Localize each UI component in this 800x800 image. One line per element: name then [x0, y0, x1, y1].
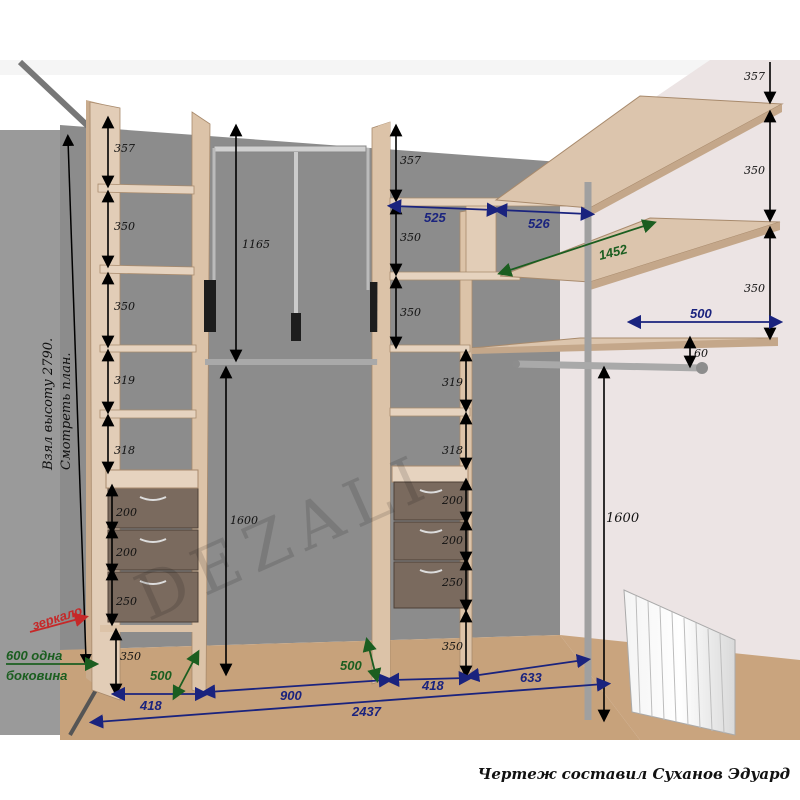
side-note-line-1: Взял высоту 2790. — [41, 338, 56, 471]
right-outer-side — [376, 122, 390, 680]
dim-width-526: 526 — [528, 216, 550, 231]
drawer-handle-icon — [419, 569, 443, 574]
blue-dimensions — [88, 199, 784, 729]
left-drawer-2[interactable] — [107, 529, 199, 571]
dim-corner-357: 357 — [744, 70, 765, 83]
right-drawers — [391, 465, 469, 609]
right-drawer-1[interactable] — [393, 481, 469, 521]
green-dimensions — [6, 219, 657, 701]
right-shelf-4 — [389, 407, 471, 417]
side-600-line-1: 600 одна — [6, 648, 62, 663]
pantograph-handle-left[interactable] — [204, 280, 216, 332]
left-drawers — [105, 469, 199, 623]
dim-left-200b: 200 — [115, 546, 137, 559]
dim-left-357: 357 — [114, 142, 135, 155]
side-note-line-2: Смотреть план. — [59, 352, 74, 470]
right-shelf-3 — [389, 344, 471, 353]
mirror-arrow — [29, 612, 89, 633]
left-shelf-2 — [99, 264, 195, 276]
dim-diagonal-1452: 1452 — [597, 241, 629, 263]
dim-depth-left-500: 500 — [150, 668, 172, 683]
radiator-fins — [635, 595, 725, 734]
dim-center-1165: 1165 — [242, 238, 270, 251]
green-labels: 1452 500 500 — [150, 241, 630, 683]
dim-bottom-418-left: 418 — [139, 698, 162, 713]
dim-right-350a: 350 — [400, 231, 421, 244]
left-shelf-4 — [99, 409, 197, 419]
dim-bottom-900: 900 — [280, 688, 302, 703]
right-corner-partition — [465, 201, 497, 277]
dim-right-200b: 200 — [441, 534, 463, 547]
right-column-dimensions — [389, 123, 473, 679]
left-shelves — [97, 183, 197, 419]
dim-corner-350b: 350 — [744, 282, 765, 295]
dim-corner-60: 60 — [694, 347, 708, 360]
rail-end-cap — [696, 362, 708, 374]
right-drawer-3[interactable] — [393, 561, 469, 609]
dim-left-200a: 200 — [115, 506, 137, 519]
dim-depth-right-500: 500 — [340, 658, 362, 673]
dim-right-357: 357 — [400, 154, 421, 167]
dim-left-350b: 350 — [114, 300, 135, 313]
left-plinth — [100, 625, 200, 632]
dim-left-350a: 350 — [114, 220, 135, 233]
dim-right-350b: 350 — [400, 306, 421, 319]
rail-end-cap — [512, 360, 520, 368]
dim-bottom-2437: 2437 — [351, 704, 382, 719]
dim-left-318: 318 — [114, 444, 135, 457]
side-600-note: 600 одна боковина — [6, 648, 67, 683]
corner-labels: 357 350 350 60 1600 — [606, 70, 765, 526]
ceiling — [0, 60, 800, 75]
dim-center-1600: 1600 — [230, 514, 258, 527]
corner-shelf-low-edge — [472, 338, 778, 354]
dim-corner-350a: 350 — [744, 164, 765, 177]
drawer-handle-icon — [419, 489, 443, 494]
dim-right-318: 318 — [442, 444, 463, 457]
corner-shelf-top-edge — [590, 104, 782, 216]
side-note: Взял высоту 2790. Смотреть план. — [41, 134, 92, 666]
dim-depth-500: 500 — [690, 306, 712, 321]
ceiling-beam — [17, 59, 93, 131]
drawer-handle-icon — [139, 538, 167, 543]
right-column-labels: 357 350 350 319 318 200 200 250 350 — [400, 154, 463, 653]
radiator — [623, 589, 736, 736]
dim-bottom-418-right: 418 — [421, 678, 444, 693]
side-note-height-line — [62, 134, 92, 666]
left-drawer-3[interactable] — [107, 571, 199, 623]
dim-right-319: 319 — [442, 376, 463, 389]
center-dimensions — [219, 123, 243, 677]
dim-right-250: 250 — [441, 576, 463, 589]
side-600-line-2: боковина — [6, 668, 67, 683]
drawer-handle-icon — [139, 580, 167, 585]
left-shelf-3 — [99, 344, 197, 353]
drawer-handle-icon — [139, 496, 167, 501]
dim-corner-1600: 1600 — [606, 511, 639, 526]
dim-left-319: 319 — [114, 374, 135, 387]
dim-left-250: 250 — [115, 595, 137, 608]
dim-right-200a: 200 — [441, 494, 463, 507]
dim-bottom-633: 633 — [520, 670, 542, 685]
left-column-dimensions — [101, 115, 123, 697]
dim-width-525: 525 — [424, 210, 446, 225]
dim-right-350c: 350 — [442, 640, 463, 653]
left-drawer-top — [105, 469, 199, 489]
drawer-handle-icon — [419, 529, 443, 534]
author-caption: Чертеж составил Суханов Эдуард — [477, 765, 790, 783]
left-shelf-1 — [97, 183, 195, 195]
pantograph-pull-handle[interactable] — [291, 313, 301, 341]
right-drawer-2[interactable] — [393, 521, 469, 561]
corner-hanging-rail[interactable] — [515, 360, 703, 372]
dim-left-350c: 350 — [120, 650, 141, 663]
left-column-labels: 357 350 350 319 318 200 200 250 350 — [114, 142, 141, 663]
